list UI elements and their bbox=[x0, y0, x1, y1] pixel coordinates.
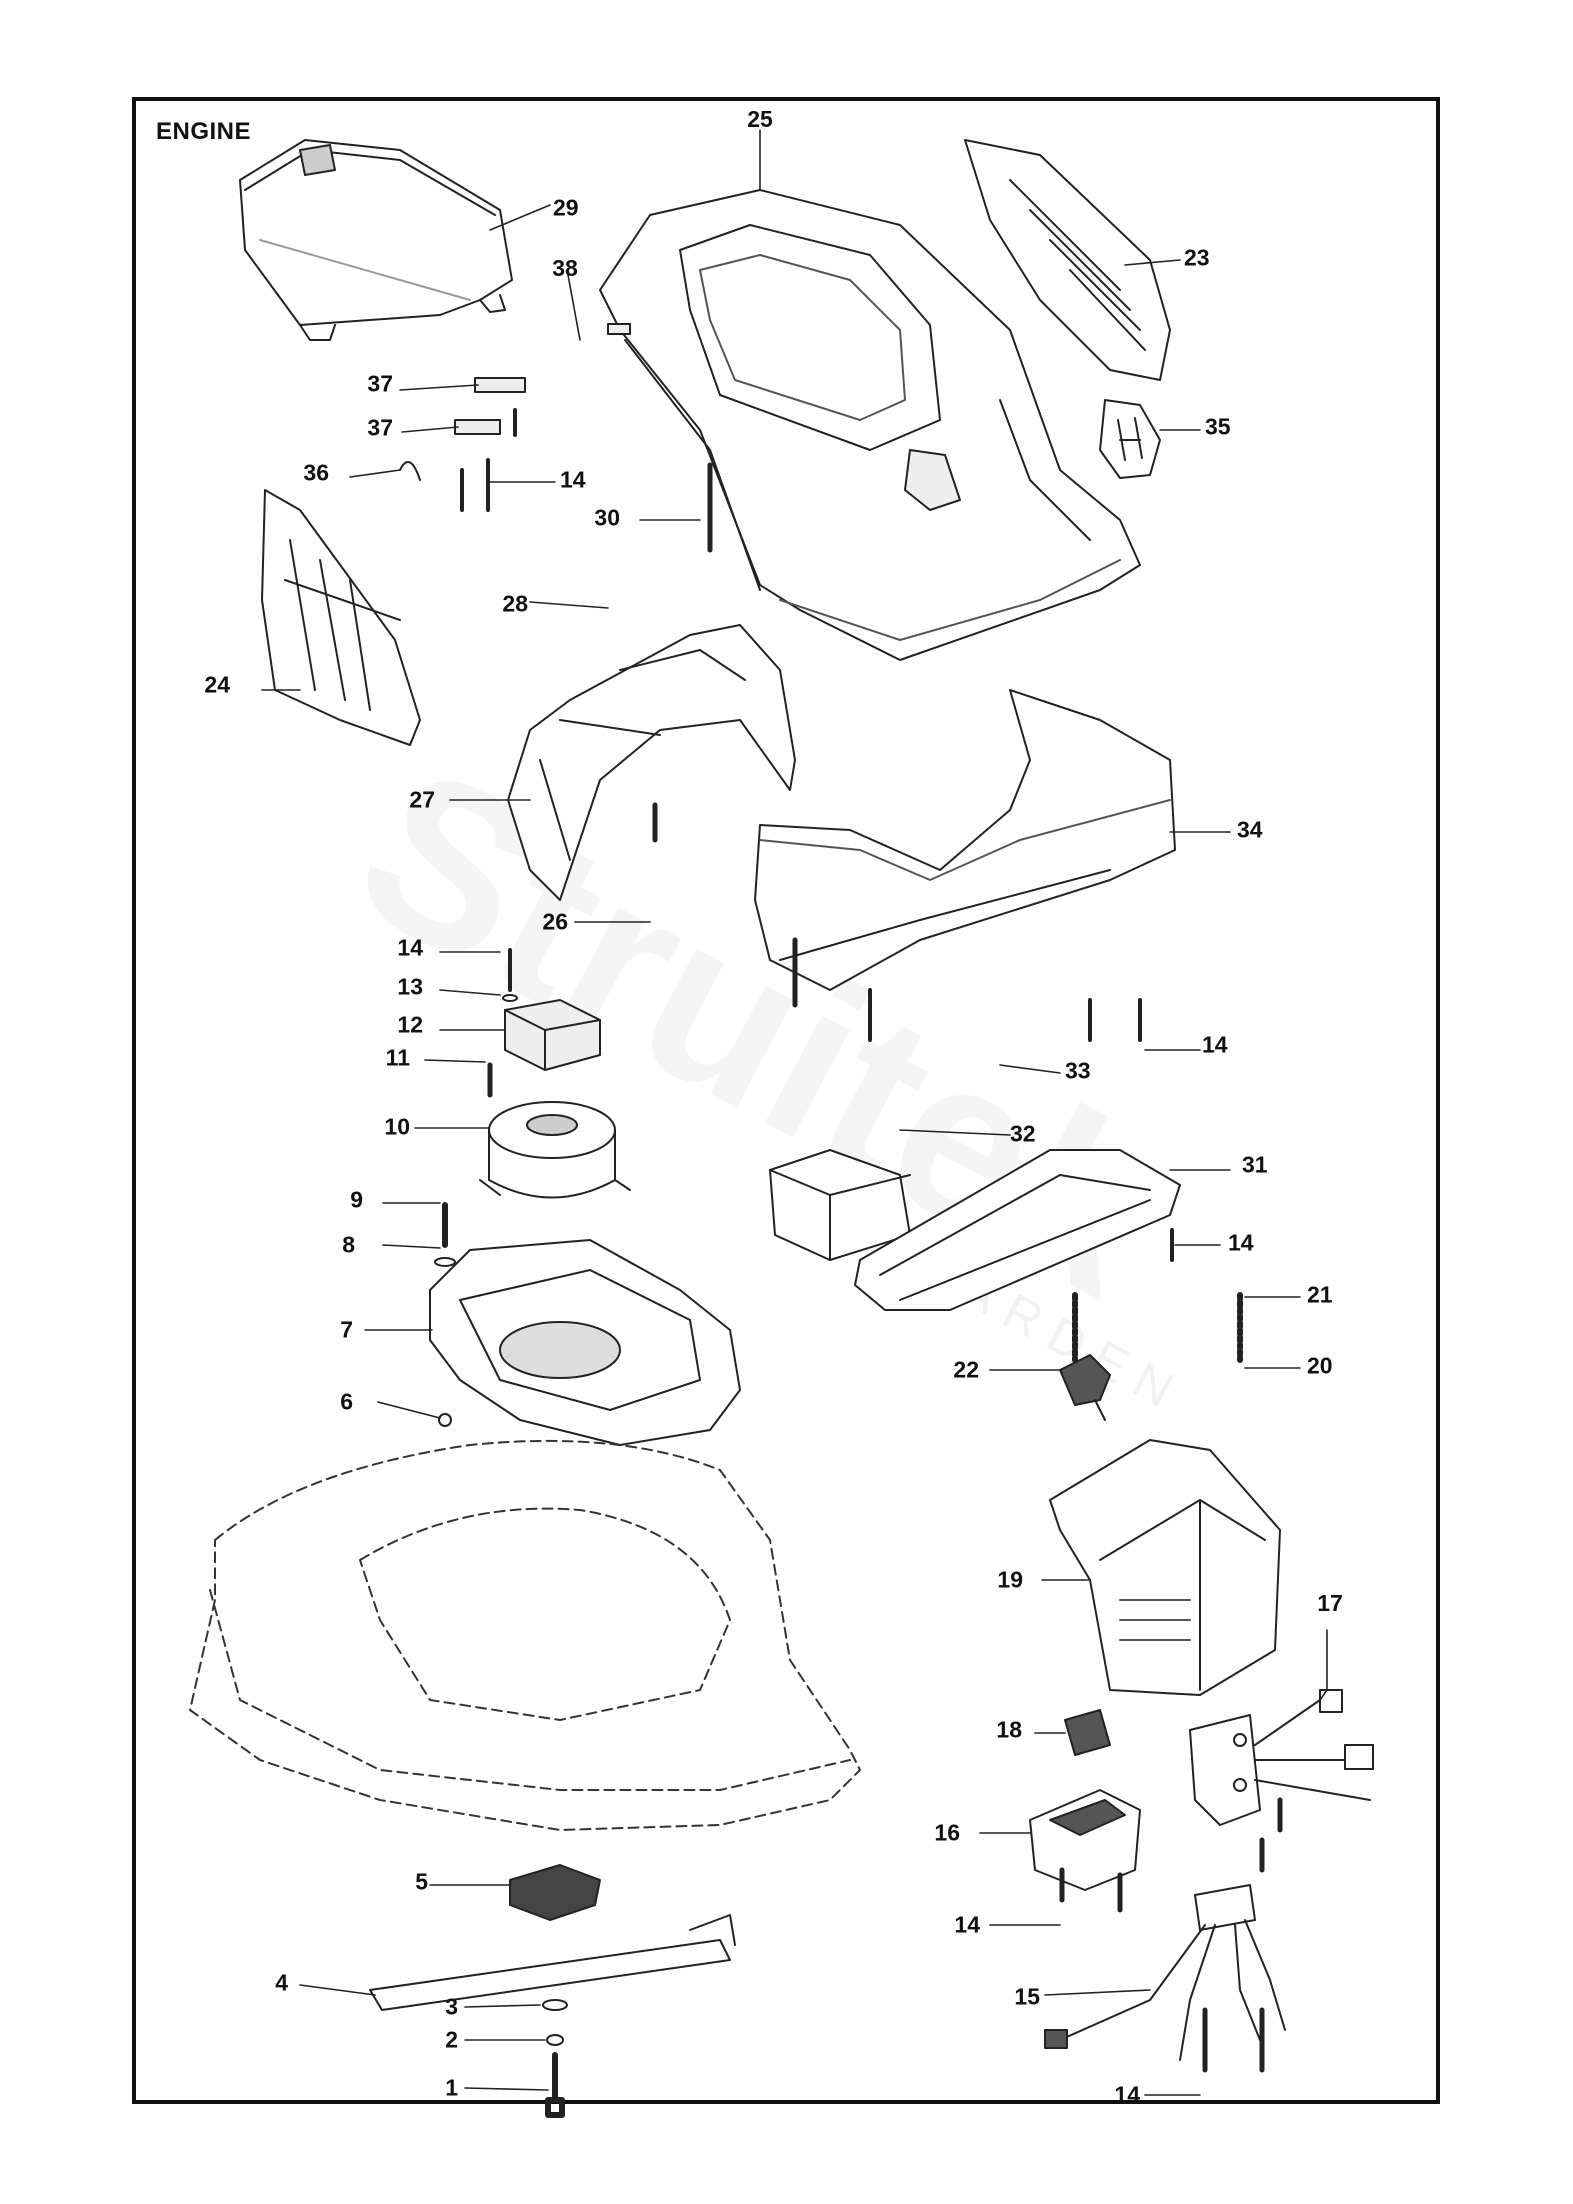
part-shell-27 bbox=[507, 624, 796, 901]
part-grille-23 bbox=[964, 139, 1171, 381]
callout-24: 24 bbox=[204, 671, 230, 698]
part-grille-24 bbox=[261, 489, 421, 746]
callout-6: 6 bbox=[340, 1388, 353, 1415]
callout-2: 2 bbox=[445, 2026, 458, 2053]
callout-9: 9 bbox=[350, 1186, 363, 1213]
callout-23: 23 bbox=[1184, 244, 1210, 271]
fasteners bbox=[399, 323, 1283, 2118]
callout-14-top: 14 bbox=[560, 466, 586, 493]
part-body-25 bbox=[599, 189, 1141, 661]
callout-38: 38 bbox=[552, 255, 578, 281]
part-key-22 bbox=[1059, 1354, 1111, 1421]
callout-22: 22 bbox=[953, 1356, 979, 1383]
part-box-12 bbox=[504, 999, 601, 1071]
callout-14-tray: 14 bbox=[1228, 1229, 1254, 1256]
part-adapter-5 bbox=[509, 1864, 601, 1921]
callout-18: 18 bbox=[996, 1716, 1022, 1743]
diagram-frame bbox=[132, 97, 1440, 2104]
callout-34: 34 bbox=[1237, 816, 1263, 843]
part-motor-10 bbox=[479, 1101, 631, 1199]
callout-28: 28 bbox=[502, 590, 528, 617]
callout-4: 4 bbox=[275, 1969, 288, 1996]
part-emblem-35 bbox=[1099, 399, 1161, 479]
callout-17: 17 bbox=[1317, 1590, 1343, 1616]
callout-14-holder: 14 bbox=[954, 1911, 980, 1938]
part-harness-15 bbox=[1044, 1884, 1286, 2061]
callout-36: 36 bbox=[303, 459, 329, 486]
callout-1: 1 bbox=[445, 2074, 458, 2101]
leader-lines bbox=[261, 129, 1328, 2096]
callout-5: 5 bbox=[415, 1868, 428, 1895]
callout-14-bottom: 14 bbox=[1114, 2081, 1140, 2108]
callout-19: 19 bbox=[997, 1566, 1023, 1593]
callout-37-upper: 37 bbox=[367, 370, 393, 397]
part-blade-4 bbox=[369, 1914, 736, 2011]
part-lower-body-34 bbox=[754, 689, 1176, 991]
part-housing-7 bbox=[429, 1239, 741, 1446]
part-tray-31 bbox=[854, 1149, 1181, 1311]
callout-37-lower: 37 bbox=[367, 414, 393, 441]
callout-3: 3 bbox=[445, 1993, 458, 2020]
callout-20: 20 bbox=[1307, 1352, 1333, 1379]
callout-26: 26 bbox=[542, 908, 568, 935]
callout-35: 35 bbox=[1205, 413, 1231, 440]
part-cover-29 bbox=[239, 139, 513, 341]
callout-30: 30 bbox=[594, 504, 620, 531]
part-deck-dashed bbox=[189, 1439, 861, 1831]
section-title: ENGINE bbox=[156, 118, 252, 145]
callout-16: 16 bbox=[934, 1819, 960, 1846]
callout-13: 13 bbox=[397, 973, 423, 1000]
callout-12: 12 bbox=[397, 1011, 423, 1038]
part-holder-16 bbox=[1029, 1789, 1141, 1891]
callout-11: 11 bbox=[385, 1044, 410, 1071]
callout-25: 25 bbox=[747, 106, 773, 132]
callout-21: 21 bbox=[1307, 1281, 1333, 1308]
callout-27: 27 bbox=[409, 786, 435, 813]
callout-8: 8 bbox=[342, 1231, 355, 1258]
callout-14-right: 14 bbox=[1202, 1031, 1228, 1058]
part-switch-18 bbox=[1064, 1709, 1111, 1756]
callout-32: 32 bbox=[1010, 1120, 1036, 1147]
callout-14-mid: 14 bbox=[397, 934, 423, 961]
callout-15: 15 bbox=[1014, 1983, 1040, 2010]
callout-29: 29 bbox=[553, 194, 579, 221]
callout-33: 33 bbox=[1065, 1057, 1091, 1084]
callout-7: 7 bbox=[340, 1316, 353, 1343]
part-container-19 bbox=[1049, 1439, 1281, 1696]
callout-31: 31 bbox=[1242, 1151, 1268, 1178]
part-bracket-17 bbox=[1189, 1689, 1374, 1826]
callout-10: 10 bbox=[384, 1113, 410, 1140]
